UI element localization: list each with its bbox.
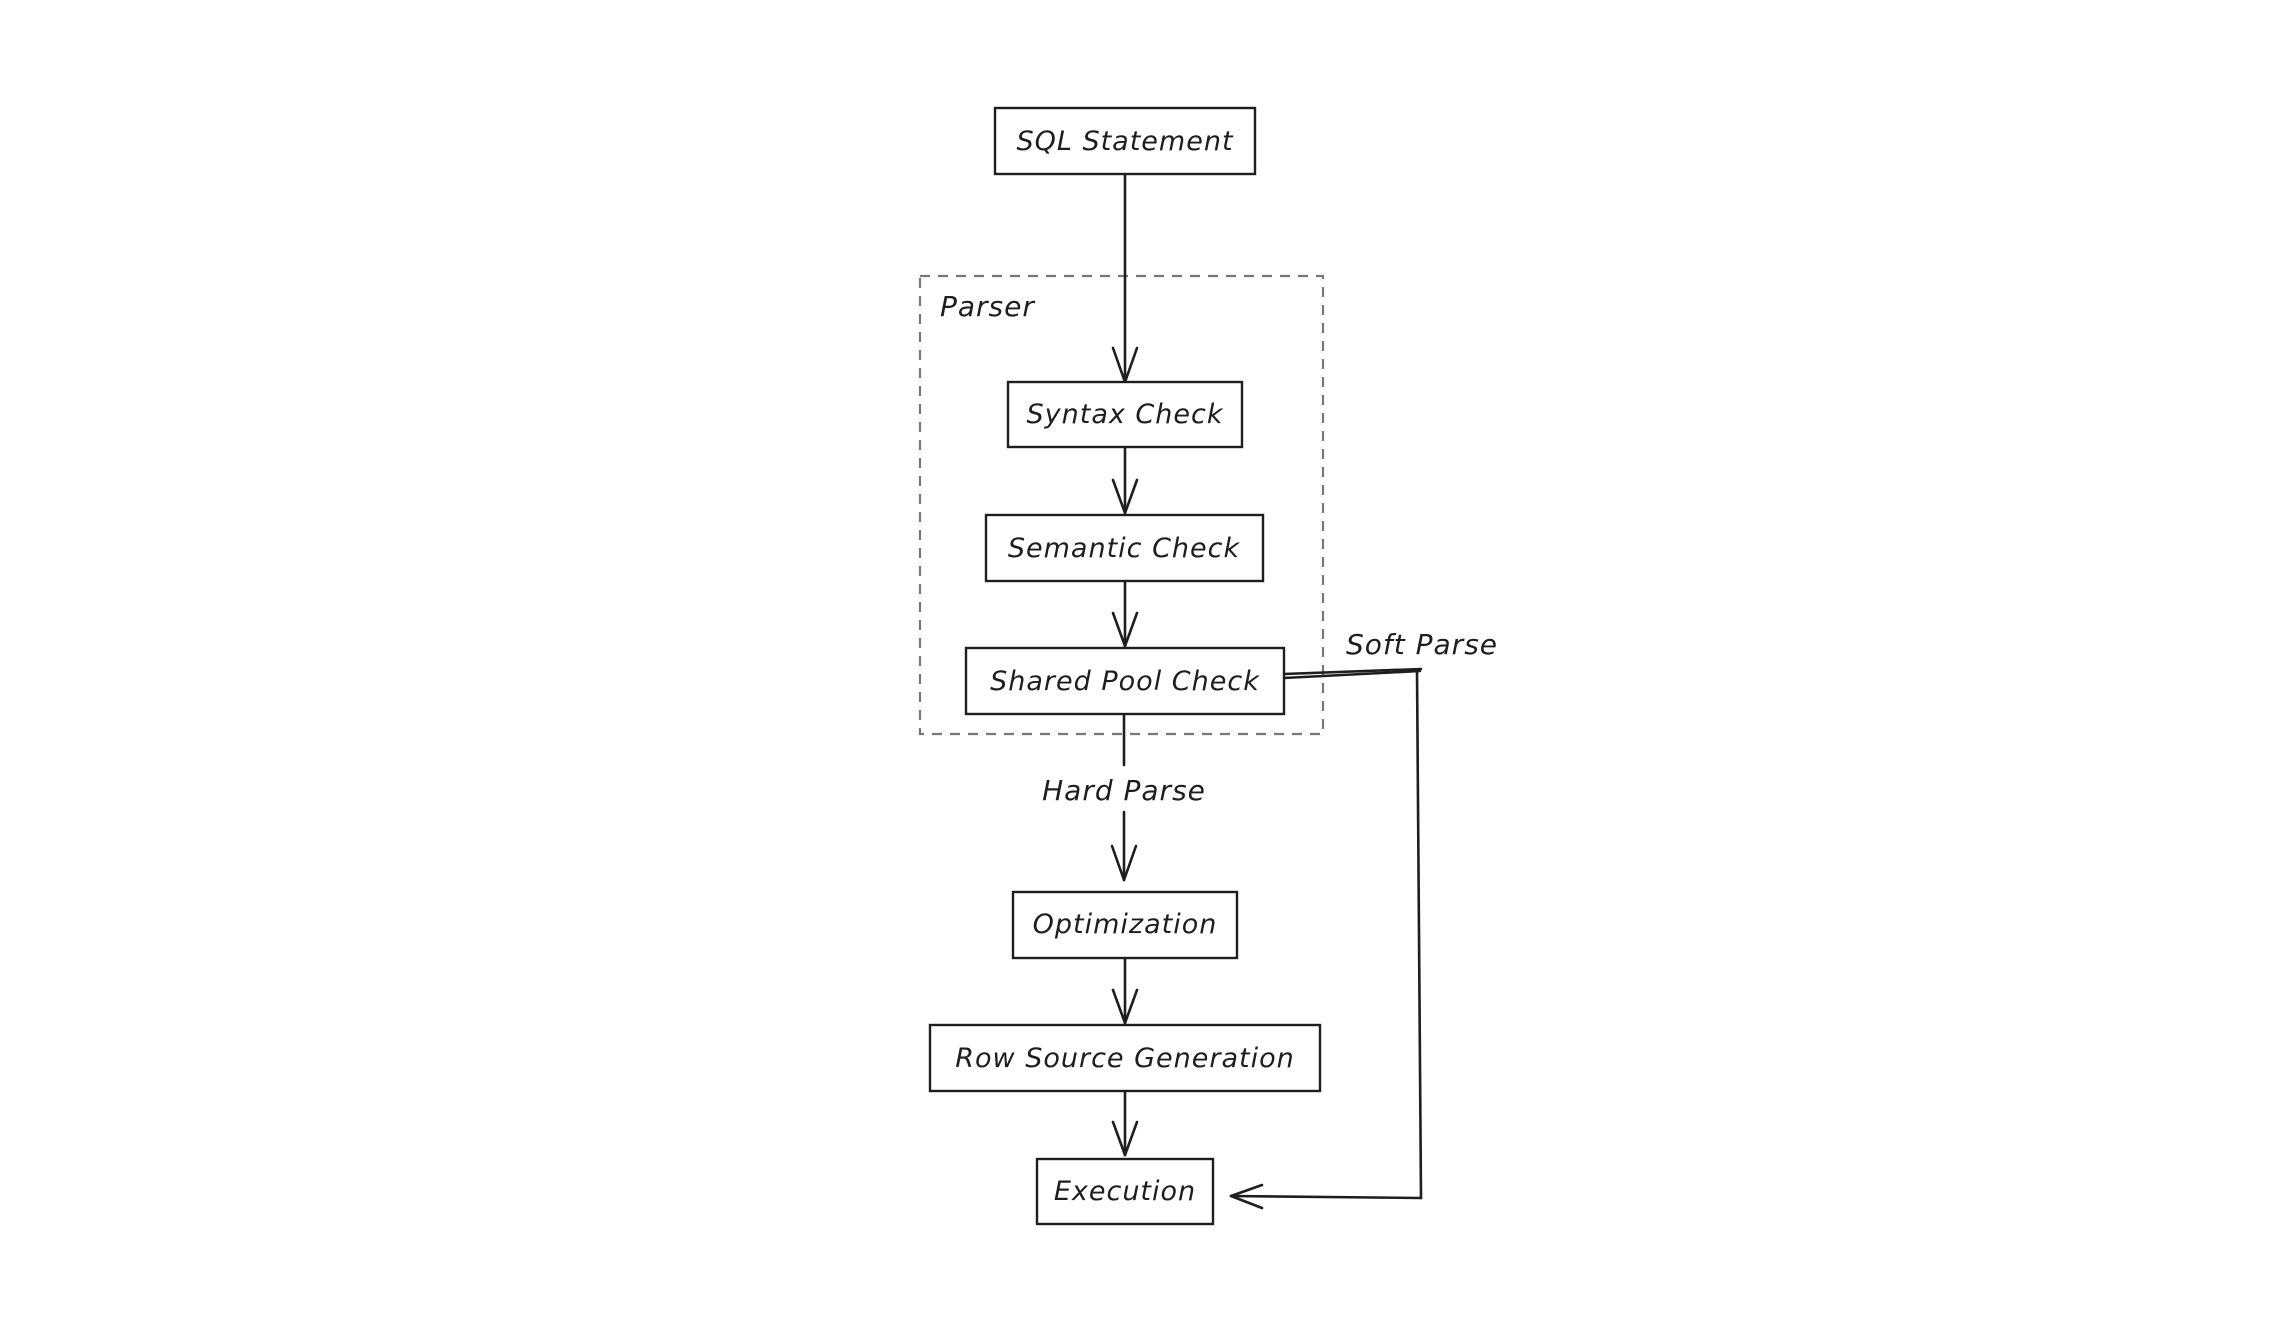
edge-rowsource-to-execution: [1111, 1089, 1139, 1157]
parser-group-label: Parser: [940, 290, 1035, 323]
node-sql-statement-label: SQL Statement: [1016, 126, 1234, 157]
hard-parse-label-bg: [1040, 768, 1210, 810]
hard-parse-label: Hard Parse: [1042, 774, 1206, 807]
soft-parse-label: Soft Parse: [1346, 628, 1498, 661]
edge-sharedpool-to-optimization: [1110, 712, 1138, 882]
node-sql-statement: SQL Statement: [993, 106, 1257, 176]
node-row-source-generation: Row Source Generation: [928, 1023, 1322, 1093]
node-row-source-generation-label: Row Source Generation: [955, 1043, 1294, 1074]
node-execution-label: Execution: [1054, 1176, 1196, 1207]
node-execution: Execution: [1035, 1157, 1215, 1226]
parser-group: Parser: [918, 274, 1325, 736]
edge-syntax-to-semantic: [1111, 445, 1139, 515]
edges: [1110, 172, 1423, 1210]
node-syntax-check: Syntax Check: [1006, 380, 1244, 449]
edge-sql-to-syntax: [1111, 172, 1139, 384]
edge-labels: Hard Parse Soft Parse: [1040, 628, 1498, 810]
parser-group-frame: [918, 274, 1325, 736]
node-semantic-check-label: Semantic Check: [1008, 533, 1241, 564]
node-shared-pool-check: Shared Pool Check: [964, 646, 1286, 716]
node-optimization: Optimization: [1011, 890, 1239, 960]
node-semantic-check: Semantic Check: [984, 513, 1265, 583]
edge-semantic-to-sharedpool: [1111, 579, 1139, 648]
node-shared-pool-check-label: Shared Pool Check: [990, 666, 1260, 697]
node-optimization-label: Optimization: [1033, 909, 1218, 940]
node-syntax-check-label: Syntax Check: [1027, 399, 1224, 430]
edge-optimization-to-rowsource: [1111, 956, 1139, 1025]
edge-sharedpool-to-execution: [1229, 667, 1423, 1210]
